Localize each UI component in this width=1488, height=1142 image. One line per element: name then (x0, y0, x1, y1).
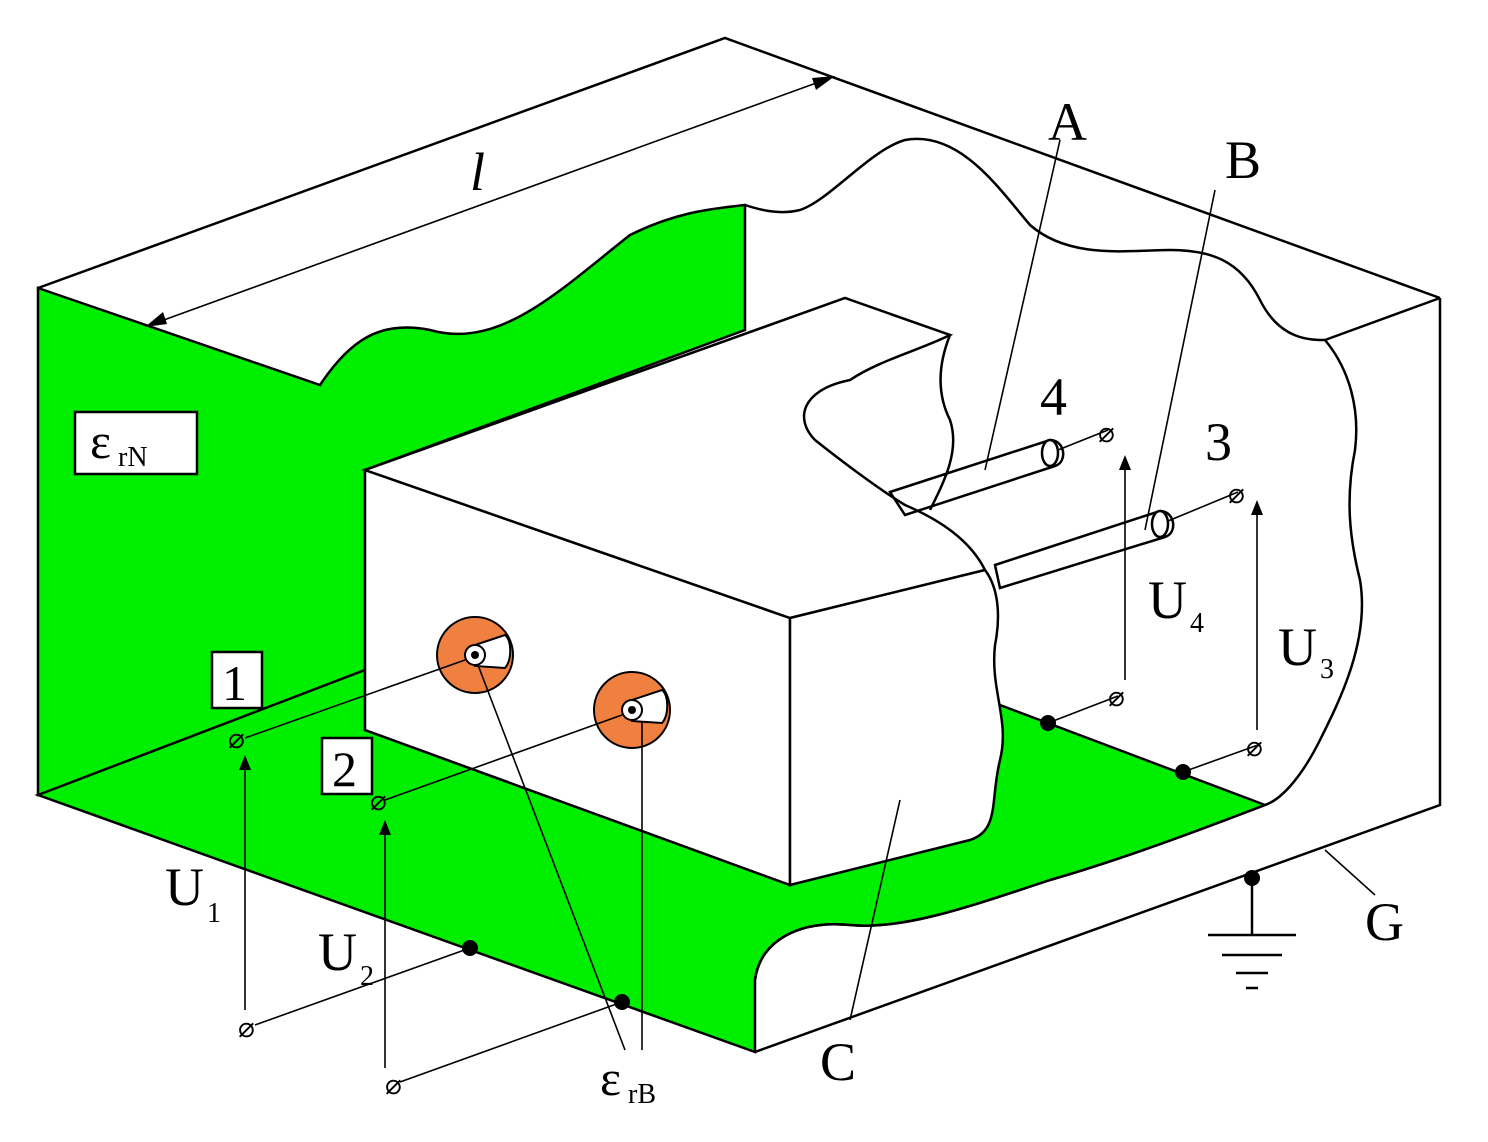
leader-g (1324, 849, 1376, 896)
ground-dot-1 (462, 940, 478, 956)
u3-subscript: 3 (1320, 654, 1334, 685)
ground-dot-4 (1040, 715, 1056, 731)
wire-electrode-4 (1057, 429, 1109, 451)
u4-subscript: 4 (1190, 608, 1204, 639)
u3-symbol: U (1278, 617, 1317, 677)
arrow-u4-head (1119, 455, 1131, 470)
electrode-3-label: 3 (1205, 412, 1232, 472)
electrode-1-label: 1 (222, 655, 247, 711)
cutaway-edge-top (744, 137, 1326, 342)
u1-symbol: U (165, 857, 204, 917)
arrow-u3-head (1251, 500, 1263, 515)
eps-rn-symbol: ε (90, 413, 111, 469)
label-a: A (1048, 92, 1087, 152)
terminal-2-top[interactable]: ⌀ (370, 786, 387, 817)
label-g: G (1365, 892, 1404, 952)
label-b: B (1225, 130, 1261, 190)
outer-box-top-face (37, 36, 1441, 300)
electrode-4-rod (888, 438, 1065, 517)
terminal-3-bottom[interactable]: ⌀ (1246, 732, 1263, 763)
terminal-2-bottom[interactable]: ⌀ (385, 1070, 402, 1101)
terminal-1-bottom[interactable]: ⌀ (238, 1013, 255, 1044)
length-label: l (470, 142, 485, 202)
outer-box-inner-edge (1324, 296, 1441, 342)
electrode-1-dielectric (436, 616, 514, 694)
leader-c (849, 799, 901, 1021)
electrode-4-label: 4 (1040, 367, 1067, 427)
length-dimension-line (149, 77, 831, 326)
terminal-4-bottom[interactable]: ⌀ (1108, 682, 1125, 713)
length-arrow-end (812, 76, 835, 90)
leader-b (1144, 189, 1216, 531)
outer-box-right-face (754, 298, 1442, 1054)
wire-ground-2 (399, 1001, 623, 1083)
u4-symbol: U (1148, 570, 1187, 630)
cutaway-edge-right (1264, 339, 1364, 807)
terminal-1-top[interactable]: ⌀ (228, 724, 245, 755)
ground-dot-3 (1175, 764, 1191, 780)
block-top-face (361, 296, 987, 620)
u1-subscript: 1 (207, 898, 221, 929)
u2-symbol: U (318, 922, 357, 982)
terminal-3-top[interactable]: ⌀ (1228, 479, 1245, 510)
electrode-3-rod (993, 509, 1175, 590)
electrode-2-label-box (320, 736, 374, 796)
arrow-u1-head (239, 755, 251, 770)
label-c: C (820, 1032, 856, 1092)
u2-subscript: 2 (360, 961, 374, 992)
medium-back-wall (36, 203, 747, 797)
wire-electrode-1 (244, 659, 466, 739)
ground-dot-2 (614, 994, 630, 1010)
eps-rn-subscript: rN (118, 442, 148, 473)
terminal-4-top[interactable]: ⌀ (1098, 418, 1115, 449)
cutaway-edge-floor (753, 803, 1266, 981)
wire-ground-4 (1047, 695, 1119, 724)
block-cut-edge (928, 334, 955, 511)
ground-symbol (1208, 870, 1296, 990)
eps-rn-box (73, 410, 199, 476)
electrode-2-label: 2 (332, 741, 357, 797)
wire-ground-3 (1182, 744, 1259, 773)
leader-eps-b-1 (477, 664, 626, 1051)
eps-rb-subscript: rB (628, 1079, 656, 1110)
wire-electrode-3 (1167, 491, 1239, 522)
electrode-2-dielectric (593, 671, 671, 749)
eps-rb-symbol: ε (600, 1050, 621, 1106)
wire-ground-1 (254, 947, 471, 1026)
arrow-u2-head (379, 820, 391, 835)
leader-a (984, 139, 1061, 471)
wire-electrode-2 (384, 714, 623, 801)
electrode-1-label-box (210, 650, 264, 710)
length-arrow-start (145, 312, 167, 327)
block-side-face (788, 568, 1005, 887)
